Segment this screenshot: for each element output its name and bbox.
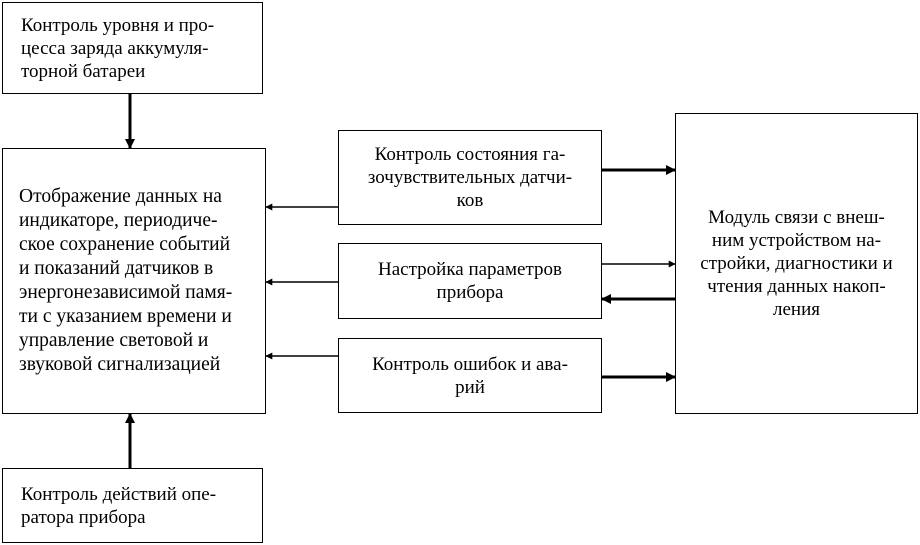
- display-storage-box: Отображение данных на индикаторе, период…: [2, 148, 266, 414]
- operator-control-box: Контроль действий опе- ратора прибора: [2, 468, 263, 543]
- settings-box: Настройка параметров прибора: [338, 243, 602, 319]
- battery-control-box: Контроль уровня и про- цесса заряда акку…: [2, 2, 263, 94]
- battery-control-text: Контроль уровня и про- цесса заряда акку…: [21, 14, 215, 82]
- errors-text: Контроль ошибок и ава- рий: [372, 353, 568, 398]
- comm-module-text: Модуль связи с внеш- ним устройством на-…: [700, 207, 893, 320]
- operator-control-text: Контроль действий опе- ратора прибора: [21, 483, 217, 528]
- settings-text: Настройка параметров прибора: [378, 259, 562, 303]
- gas-sensors-text: Контроль состояния га- зочувствительных …: [367, 144, 573, 211]
- errors-box: Контроль ошибок и ава- рий: [338, 338, 602, 413]
- comm-module-box: Модуль связи с внеш- ним устройством на-…: [675, 113, 918, 414]
- display-storage-text: Отображение данных на индикаторе, период…: [19, 186, 233, 375]
- gas-sensors-box: Контроль состояния га- зочувствительных …: [338, 130, 602, 225]
